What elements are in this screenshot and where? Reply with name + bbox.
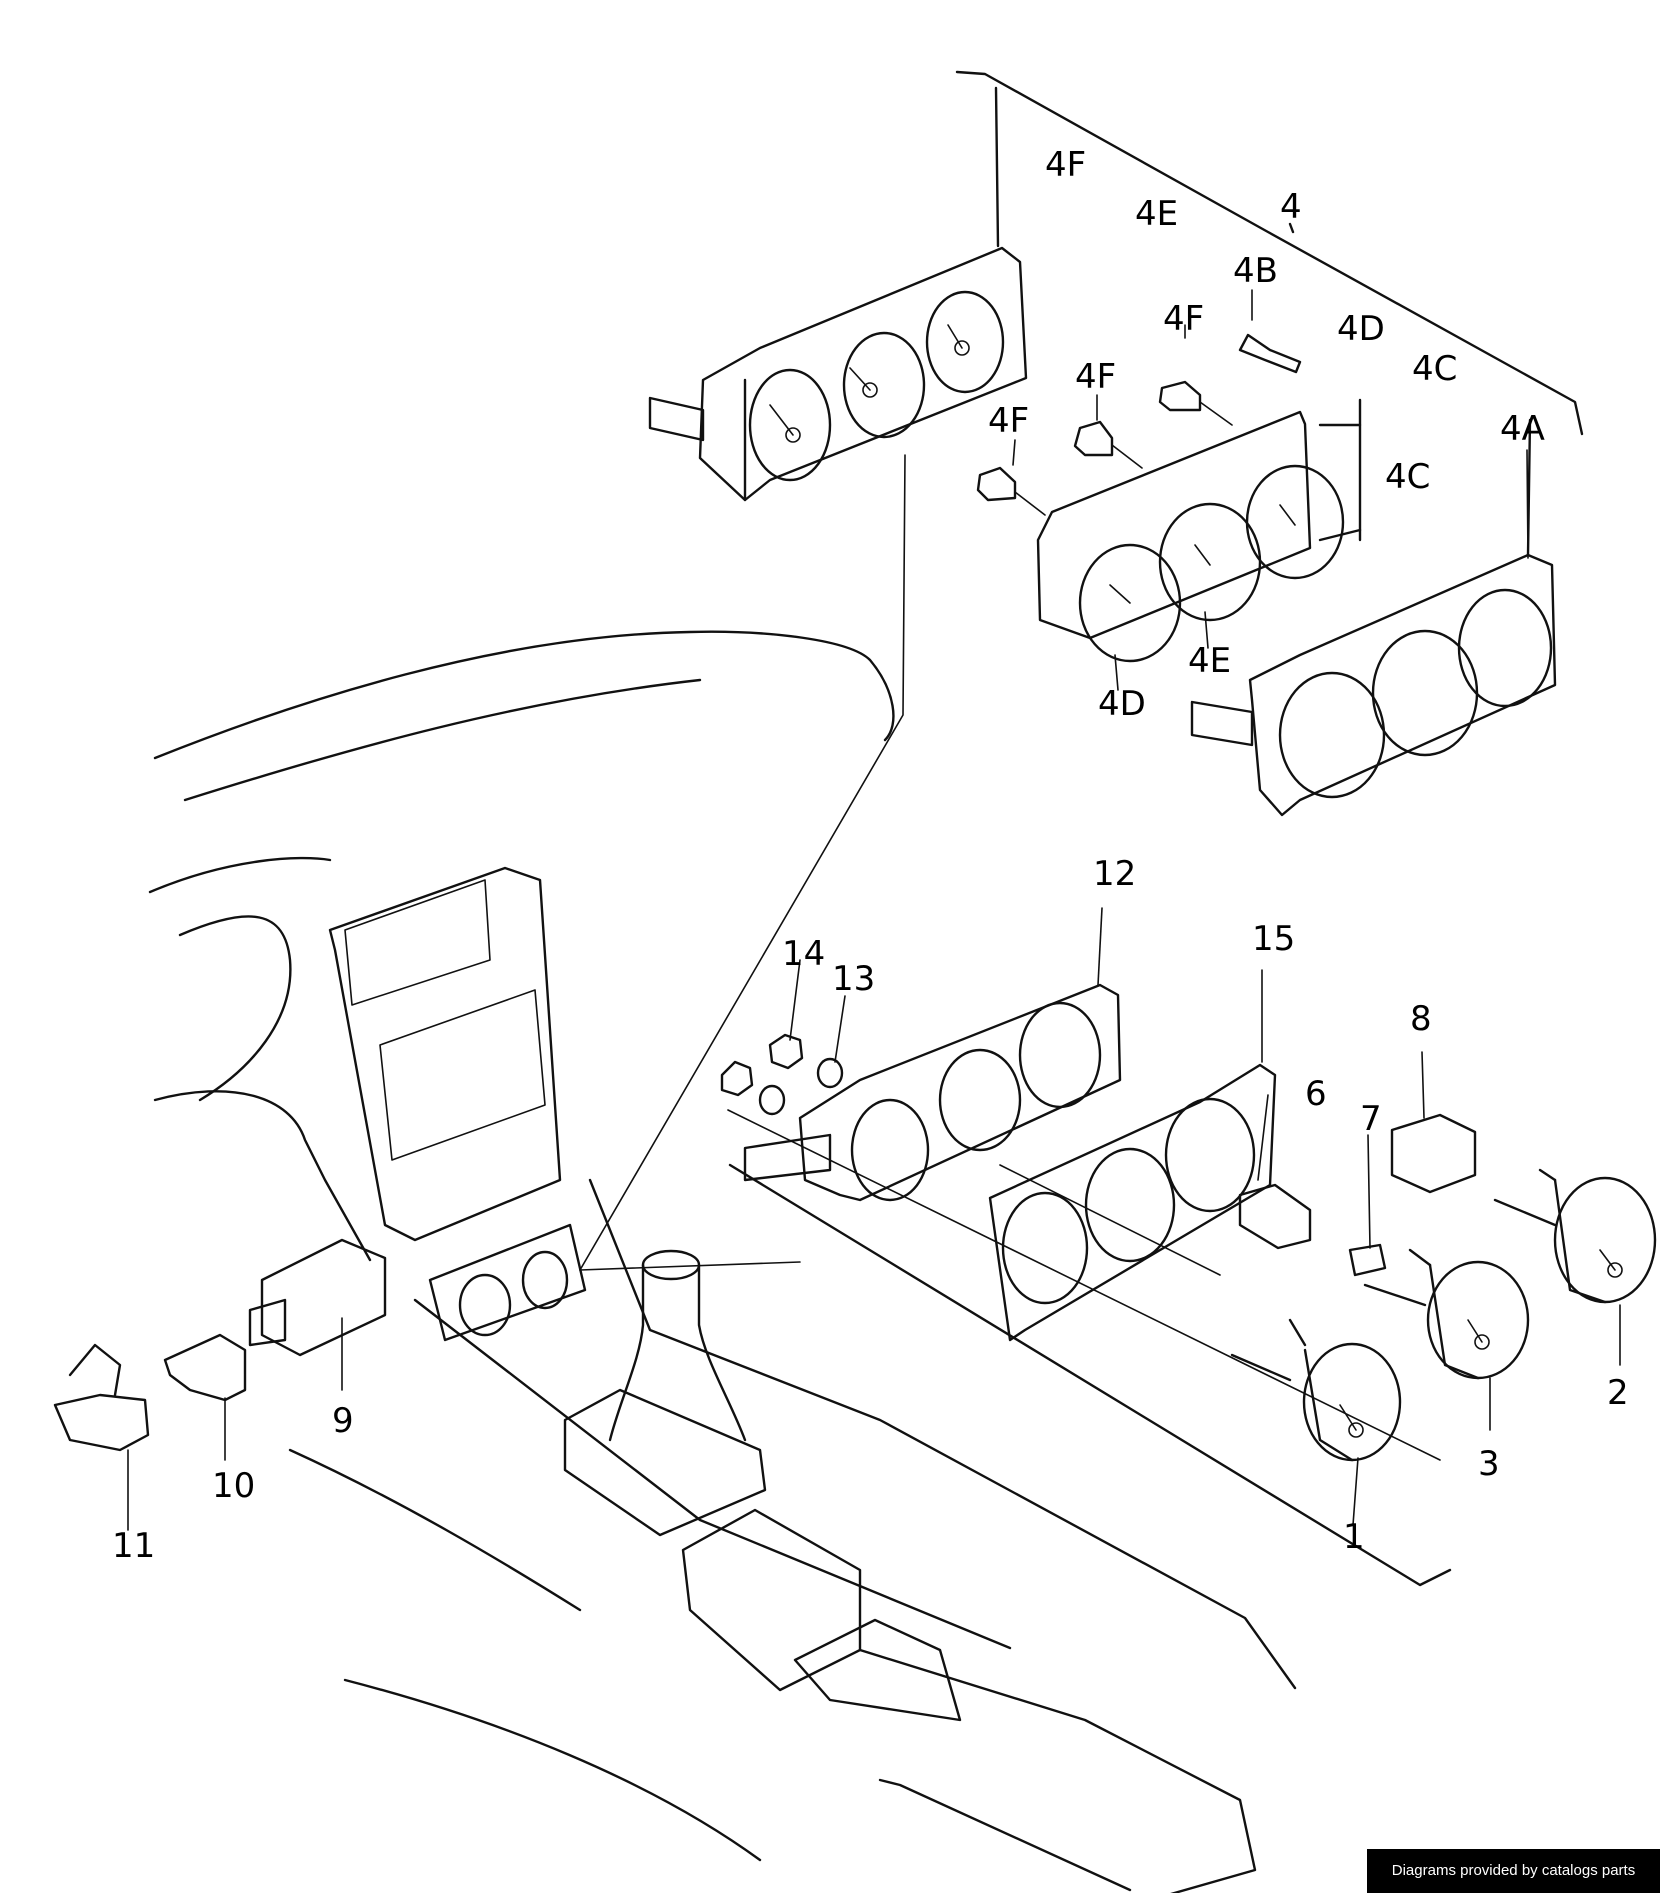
- label-1: 1: [1343, 1517, 1365, 1557]
- label-4F-top: 4F: [1045, 145, 1086, 185]
- label-4C-brace: 4C: [1385, 457, 1430, 497]
- label-4F-c: 4F: [988, 401, 1029, 441]
- credit-badge: Diagrams provided by catalogs parts: [1367, 1849, 1660, 1893]
- label-4C-top: 4C: [1412, 349, 1457, 389]
- label-8: 8: [1410, 999, 1432, 1039]
- cluster-assembled: [648, 246, 1028, 502]
- label-10: 10: [212, 1466, 255, 1506]
- label-3: 3: [1478, 1444, 1500, 1484]
- label-6: 6: [1305, 1074, 1327, 1114]
- label-4F-b: 4F: [1075, 357, 1116, 397]
- label-leaders: [127, 289, 1621, 1531]
- label-4: 4: [1280, 187, 1302, 227]
- clip-11: [53, 1343, 150, 1452]
- gauge-3: [1363, 1248, 1530, 1380]
- label-11: 11: [112, 1526, 155, 1566]
- label-4D-bottom: 4D: [1098, 684, 1146, 724]
- part-labels: 4F 4E 4 4B 4F 4D 4F 4C 4F 4A 4C 4E 4D 12…: [112, 145, 1629, 1566]
- label-4F-a: 4F: [1163, 299, 1204, 339]
- bulb-holder-6: [1238, 1183, 1312, 1250]
- label-4A: 4A: [1500, 409, 1545, 449]
- relay-9: [248, 1238, 387, 1357]
- carrier-12: [743, 983, 1122, 1202]
- label-2: 2: [1607, 1373, 1629, 1413]
- exploded-gauges: [976, 333, 1362, 663]
- label-4B: 4B: [1233, 251, 1278, 291]
- gauge-1: [1230, 1318, 1402, 1462]
- label-15: 15: [1252, 919, 1295, 959]
- label-4E-top: 4E: [1135, 194, 1178, 234]
- label-14: 14: [782, 934, 825, 974]
- label-9: 9: [332, 1401, 354, 1441]
- gear-lever: [563, 1249, 767, 1537]
- label-13: 13: [832, 959, 875, 999]
- dashboard: [148, 630, 1297, 1892]
- label-4D-top: 4D: [1337, 309, 1385, 349]
- relay-8: [1390, 1113, 1477, 1194]
- leader-lines: [579, 454, 906, 1271]
- housing-4A: [1190, 553, 1557, 817]
- label-4E-bottom: 4E: [1188, 641, 1231, 681]
- label-12: 12: [1093, 854, 1136, 894]
- bracket-15: [727, 1063, 1452, 1587]
- fasteners-13-14: [720, 1033, 844, 1116]
- holder-10: [163, 1333, 247, 1402]
- label-7: 7: [1360, 1099, 1382, 1139]
- center-console: [681, 1508, 1257, 1893]
- gauge-2: [1493, 1168, 1657, 1304]
- bulb-7: [1348, 1243, 1387, 1277]
